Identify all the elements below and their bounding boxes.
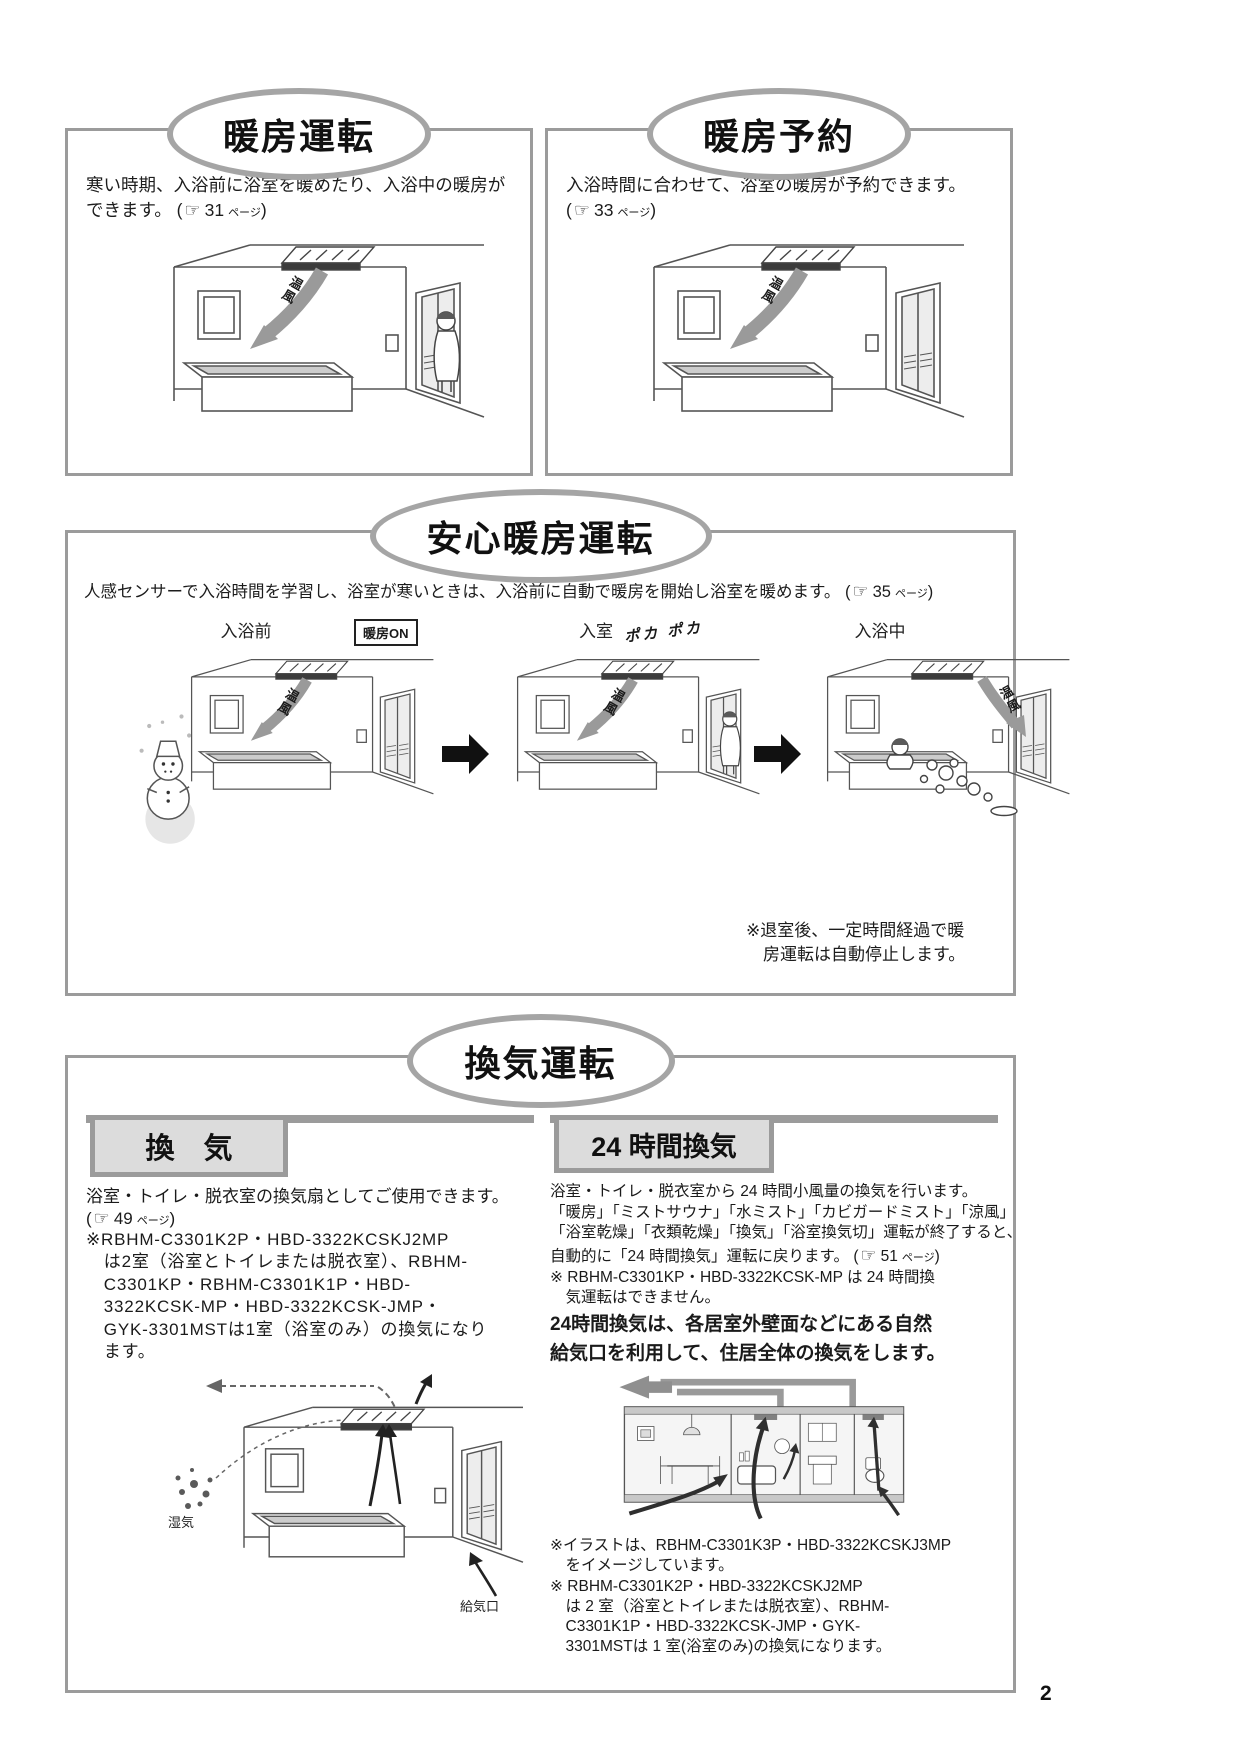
text-line: 3301MSTは 1 室(浴室のみ)の換気になります。 xyxy=(550,1637,892,1655)
heating-title-badge: 暖房運転 xyxy=(167,88,431,180)
next-step-arrow-icon xyxy=(442,733,490,775)
text-line: 浴室・トイレ・脱衣室から 24 時間小風量の換気を行います。 xyxy=(550,1183,978,1200)
stage2-illustration: 温風 xyxy=(496,643,760,867)
section-title: 換気運転 xyxy=(464,1043,617,1084)
text-line: 3322KCSK-MP・HBD-3322KCSK-JMP・ xyxy=(86,1297,442,1317)
pointing-hand-icon: ☞ xyxy=(573,199,590,220)
ventilation-drawing xyxy=(175,1373,524,1597)
pointing-hand-icon: ☞ xyxy=(184,199,201,220)
heater-on-tag: 暖房ON xyxy=(354,619,418,646)
bathroom-drawing xyxy=(173,244,485,418)
bathroom-drawing xyxy=(653,244,965,418)
pointing-hand-icon: ☞ xyxy=(93,1208,110,1228)
air-inlet-label: 給気口 xyxy=(460,1598,500,1614)
stage3-illustration: 温風 xyxy=(804,643,1072,867)
text-line: ※ RBHM-C3301K2P・HBD-3322KCSKJ2MP xyxy=(550,1577,863,1595)
text-line: ※ RBHM-C3301KP・HBD-3322KCSK-MP は 24 時間換 xyxy=(550,1268,935,1286)
text-line: ます。 xyxy=(86,1342,156,1362)
stage1-illustration: 温風 xyxy=(132,643,434,867)
vent24-header: 24 時間換気 xyxy=(554,1115,774,1173)
text-line: ※退室後、一定時間経過で暖 xyxy=(746,921,965,940)
text-line: ※RBHM-C3301K2P・HBD-3322KCSKJ2MP xyxy=(86,1230,450,1249)
auto-heating-title-badge: 安心暖房運転 xyxy=(369,489,712,583)
text-line: 「浴室乾燥」「衣類乾燥」「換気」「浴室換気切」運転が終了すると、 xyxy=(550,1224,1023,1242)
vent24-column: 浴室・トイレ・脱衣室から 24 時間小風量の換気を行います。 「暖房」「ミストサ… xyxy=(550,1182,1023,1657)
reservation-title-badge: 暖房予約 xyxy=(647,88,911,180)
vent-description: 浴室・トイレ・脱衣室の換気扇としてご使用できます。 xyxy=(86,1187,509,1206)
next-step-arrow-icon xyxy=(754,733,802,775)
bathroom-illustration: 温風 xyxy=(576,233,976,445)
section-title: 暖房予約 xyxy=(702,116,855,157)
text-line: は2室（浴室とトイレまたは脱衣室）、RBHM- xyxy=(86,1252,468,1272)
text-line: ※イラストは、RBHM-C3301K3P・HBD-3322KCSKJ3MP xyxy=(550,1537,952,1555)
text-line: 「暖房」「ミストサウナ」「水ミスト」「カビガードミスト」「涼風」 xyxy=(550,1203,1016,1221)
section-title: 暖房運転 xyxy=(222,116,375,157)
house-ventilation-drawing xyxy=(619,1375,905,1520)
stage1-drawing xyxy=(138,659,434,845)
vent-header: 換 気 xyxy=(90,1115,288,1177)
text-line: C3301KP・RBHM-C3301K1P・HBD- xyxy=(86,1274,411,1294)
ventilation-illustration: 湿気 給気口 xyxy=(164,1373,534,1614)
auto-stop-note: ※退室後、一定時間経過で暖 房運転は自動停止します。 xyxy=(746,919,965,967)
pointing-hand-icon: ☞ xyxy=(860,1244,877,1265)
text-line: 房運転は自動停止します。 xyxy=(746,944,966,964)
stage3-drawing xyxy=(826,659,1071,817)
text-line: は 2 室（浴室とトイレまたは脱衣室）、RBHM- xyxy=(550,1597,890,1615)
stage-label-before-bath: 入浴前 xyxy=(220,622,272,641)
page-number: 2 xyxy=(1040,1682,1052,1705)
text-line: 気運転はできません。 xyxy=(550,1289,721,1307)
stage2-drawing xyxy=(516,659,760,795)
text-line: をイメージしています。 xyxy=(550,1557,734,1575)
bathroom-illustration: 温風 xyxy=(96,233,496,445)
section-title: 安心暖房運転 xyxy=(426,518,655,559)
ventilation-title-badge: 換気運転 xyxy=(406,1014,675,1108)
stage-label-bathing: 入浴中 xyxy=(854,622,906,641)
highlight-line: 給気口を利用して、住居全体の換気をします。 xyxy=(550,1342,946,1364)
text-line: C3301K1P・HBD-3322KCSK-JMP・GYK- xyxy=(550,1617,861,1635)
vent24-header-bar xyxy=(550,1115,998,1123)
house-ventilation-illustration xyxy=(608,1374,920,1530)
highlight-line: 24時間換気は、各居室外壁面などにある自然 xyxy=(550,1313,933,1335)
section-auto-heating: 安心暖房運転 人感センサーで入浴時間を学習し、浴室が寒いときは、入浴前に自動で暖… xyxy=(65,489,1071,996)
moisture-label: 湿気 xyxy=(168,1514,195,1530)
text-line: GYK-3301MSTは1室（浴室のみ）の換気になり xyxy=(86,1319,488,1339)
auto-heating-description: 人感センサーで入浴時間を学習し、浴室が寒いときは、入浴前に自動で暖房を開始し浴室… xyxy=(84,581,934,601)
pointing-hand-icon: ☞ xyxy=(852,581,869,601)
stage-label-entering: 入室 xyxy=(579,622,613,641)
vent-header-bar xyxy=(86,1115,534,1123)
